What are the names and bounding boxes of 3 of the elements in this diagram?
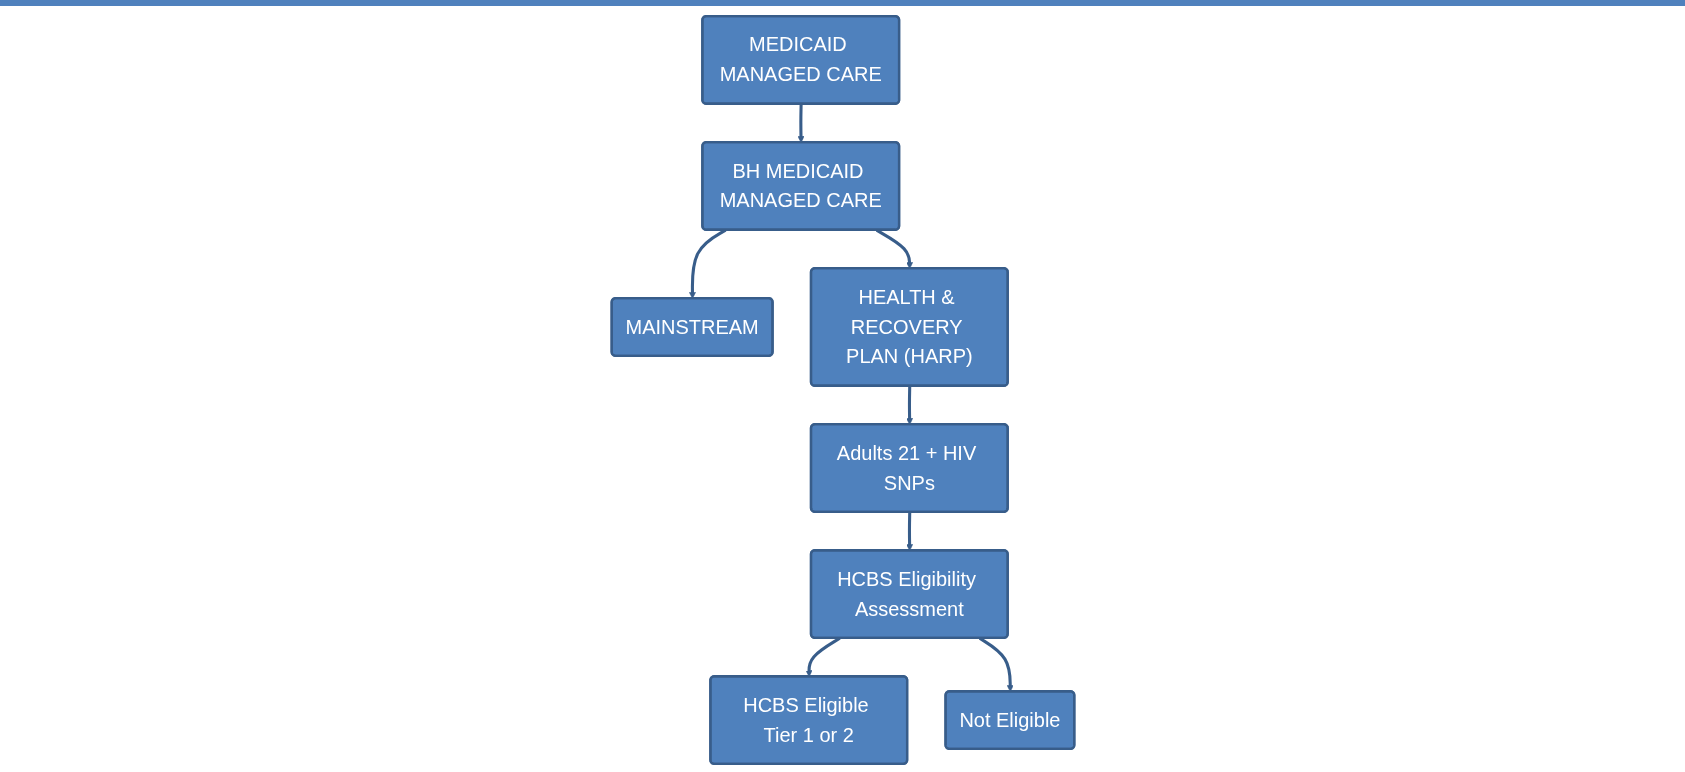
- arrow: [905, 512, 913, 551]
- arrow: [797, 104, 804, 143]
- arrow: [905, 386, 913, 425]
